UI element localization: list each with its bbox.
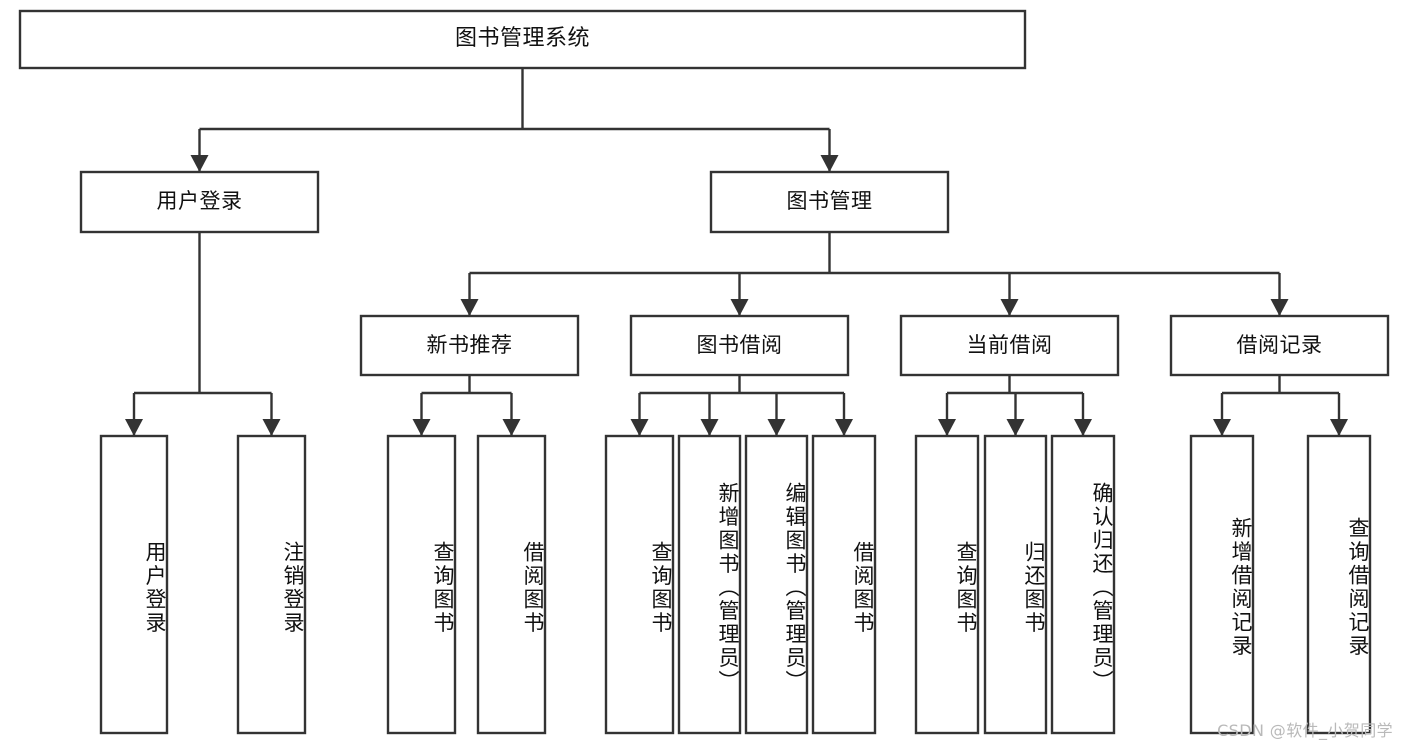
node-box-leaf-borrow-book[interactable] xyxy=(811,434,877,735)
node-box-leaf-add-record[interactable] xyxy=(1189,434,1255,735)
arrow-head-book-management-to-current-borrow xyxy=(1000,299,1019,316)
arrow-head-current-borrow-to-leaf-return-book xyxy=(1006,419,1025,436)
arrow-head-user-login-to-leaf-logout xyxy=(262,419,281,436)
node-box-leaf-query-record[interactable] xyxy=(1306,434,1372,735)
node-box-leaf-user-login[interactable] xyxy=(99,434,169,735)
arrow-head-root-to-user-login xyxy=(190,155,209,172)
arrow-head-book-borrow-to-leaf-add-book xyxy=(700,419,719,436)
arrow-head-user-login-to-leaf-user-login xyxy=(125,419,143,436)
node-box-borrow-record[interactable] xyxy=(1169,314,1390,377)
watermark-text: CSDN @软件_小贺同学 xyxy=(1217,721,1393,740)
edges-layer xyxy=(125,68,1348,436)
arrow-head-new-book-recommend-to-leaf-query-book-recommend xyxy=(412,419,431,436)
arrow-head-book-management-to-borrow-record xyxy=(1270,299,1289,316)
node-box-leaf-confirm-return[interactable] xyxy=(1050,434,1116,735)
arrow-head-book-borrow-to-leaf-borrow-book xyxy=(835,419,853,436)
arrow-head-book-borrow-to-leaf-edit-book xyxy=(767,419,786,436)
arrow-head-borrow-record-to-leaf-add-record xyxy=(1213,419,1231,436)
arrow-head-book-borrow-to-leaf-query-book-borrow xyxy=(630,419,649,436)
nodes-layer xyxy=(18,9,1390,735)
node-box-leaf-query-book-borrow[interactable] xyxy=(604,434,675,735)
node-box-leaf-add-book[interactable] xyxy=(677,434,742,735)
node-box-user-login[interactable] xyxy=(79,170,320,234)
arrow-head-book-management-to-new-book-recommend xyxy=(460,299,479,316)
arrow-head-new-book-recommend-to-leaf-borrow-book-recommend xyxy=(502,419,521,436)
node-box-book-borrow[interactable] xyxy=(629,314,850,377)
node-box-current-borrow[interactable] xyxy=(899,314,1120,377)
node-box-leaf-borrow-book-recommend[interactable] xyxy=(476,434,547,735)
arrow-head-root-to-book-management xyxy=(820,155,839,172)
node-box-leaf-return-book[interactable] xyxy=(983,434,1048,735)
node-box-leaf-query-book-recommend[interactable] xyxy=(386,434,457,735)
node-box-root[interactable] xyxy=(18,9,1027,70)
node-box-new-book-recommend[interactable] xyxy=(359,314,580,377)
node-box-leaf-logout[interactable] xyxy=(236,434,307,735)
arrow-head-current-borrow-to-leaf-confirm-return xyxy=(1074,419,1092,436)
arrow-head-borrow-record-to-leaf-query-record xyxy=(1330,419,1348,436)
node-box-book-management[interactable] xyxy=(709,170,950,234)
arrow-head-book-management-to-book-borrow xyxy=(730,299,749,316)
arrow-head-current-borrow-to-leaf-query-book-current xyxy=(938,419,956,436)
node-box-leaf-edit-book[interactable] xyxy=(744,434,809,735)
node-box-leaf-query-book-current[interactable] xyxy=(914,434,980,735)
